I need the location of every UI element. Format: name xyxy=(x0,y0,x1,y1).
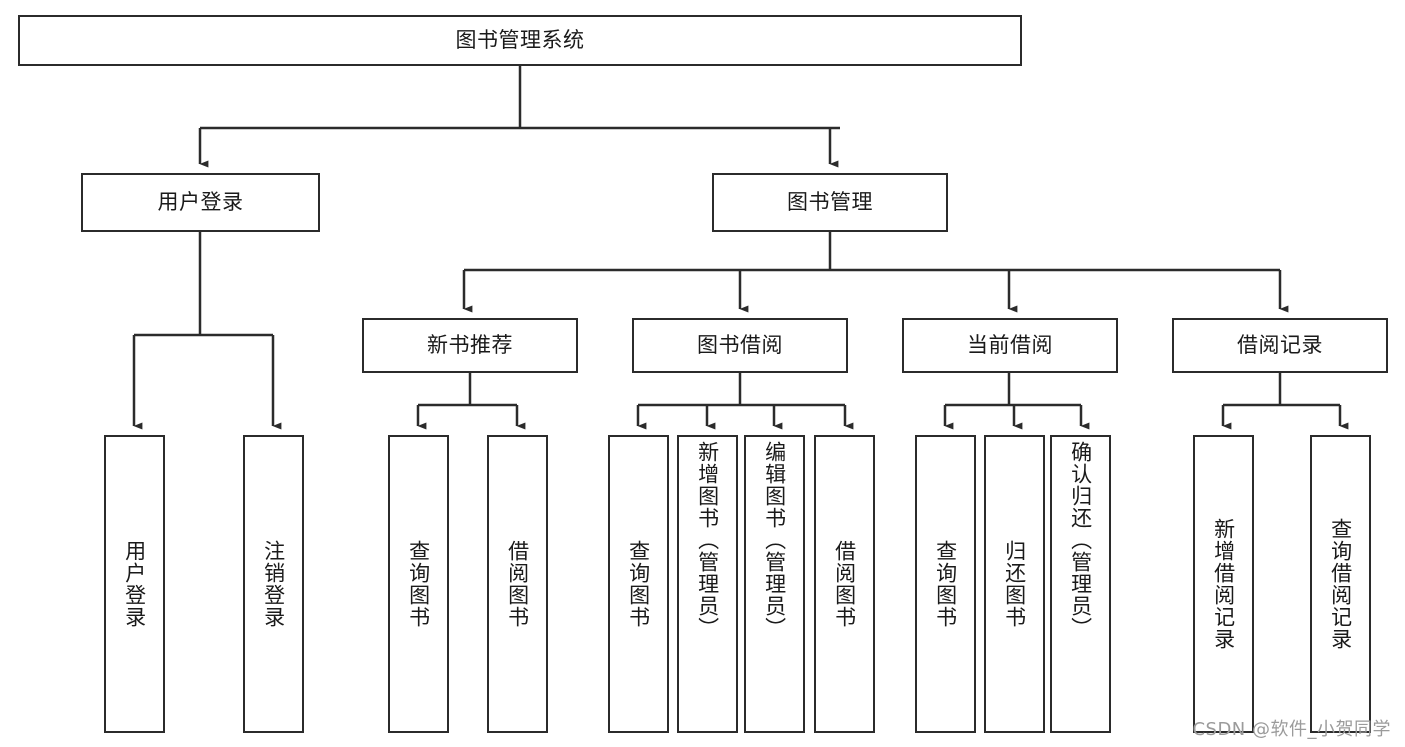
node-label: 编辑图书（管理员） xyxy=(762,441,787,639)
node-label: 图书管理 xyxy=(787,190,873,215)
node-leaf-user-logout[interactable]: 注销登录 xyxy=(243,435,304,733)
node-label: 图书管理系统 xyxy=(455,28,585,53)
node-label: 新书推荐 xyxy=(427,333,513,358)
node-user-login[interactable]: 用户登录 xyxy=(81,173,320,232)
edge-root-to-level1 xyxy=(198,66,840,168)
node-label: 图书借阅 xyxy=(697,333,783,358)
node-label: 查询图书 xyxy=(406,540,431,628)
edge-borrowrecord-to-leaves xyxy=(1221,373,1349,430)
node-label: 查询借阅记录 xyxy=(1328,518,1353,650)
node-leaf-edit-book-admin[interactable]: 编辑图书（管理员） xyxy=(744,435,805,733)
watermark-text: CSDN @软件_小贺同学 xyxy=(1192,719,1391,740)
node-leaf-add-borrow-record[interactable]: 新增借阅记录 xyxy=(1193,435,1254,733)
node-leaf-confirm-return-admin[interactable]: 确认归还（管理员） xyxy=(1050,435,1111,733)
node-leaf-query-book-current[interactable]: 查询图书 xyxy=(915,435,976,733)
edge-userlogin-to-leaves xyxy=(132,232,282,430)
node-label: 借阅图书 xyxy=(505,540,530,628)
node-leaf-add-book-admin[interactable]: 新增图书（管理员） xyxy=(677,435,738,733)
node-book-management[interactable]: 图书管理 xyxy=(712,173,948,232)
node-label: 归还图书 xyxy=(1002,540,1027,628)
node-label: 新增借阅记录 xyxy=(1211,518,1236,650)
node-leaf-query-book-recommend[interactable]: 查询图书 xyxy=(388,435,449,733)
node-label: 用户登录 xyxy=(157,190,244,215)
edge-currentborrow-to-leaves xyxy=(943,373,1090,430)
node-label: 用户登录 xyxy=(122,540,147,628)
edge-newbookrec-to-leaves xyxy=(416,373,526,430)
node-label: 注销登录 xyxy=(261,540,286,628)
node-new-book-recommendation[interactable]: 新书推荐 xyxy=(362,318,578,373)
node-current-borrowing[interactable]: 当前借阅 xyxy=(902,318,1118,373)
node-leaf-borrow-book-recommend[interactable]: 借阅图书 xyxy=(487,435,548,733)
node-label: 确认归还（管理员） xyxy=(1068,441,1093,639)
node-leaf-query-borrow-record[interactable]: 查询借阅记录 xyxy=(1310,435,1371,733)
node-label: 查询图书 xyxy=(933,540,958,628)
node-label: 借阅记录 xyxy=(1237,333,1323,358)
node-borrowing-record[interactable]: 借阅记录 xyxy=(1172,318,1388,373)
edge-bookborrow-to-leaves xyxy=(636,373,854,430)
node-leaf-borrow-book[interactable]: 借阅图书 xyxy=(814,435,875,733)
node-leaf-user-login[interactable]: 用户登录 xyxy=(104,435,165,733)
node-label: 借阅图书 xyxy=(832,540,857,628)
node-leaf-return-book[interactable]: 归还图书 xyxy=(984,435,1045,733)
node-label: 新增图书（管理员） xyxy=(695,441,720,639)
node-book-borrowing[interactable]: 图书借阅 xyxy=(632,318,848,373)
node-book-management-system[interactable]: 图书管理系统 xyxy=(18,15,1022,66)
node-label: 当前借阅 xyxy=(967,333,1053,358)
node-label: 查询图书 xyxy=(626,540,651,628)
edge-bookmanage-to-level2 xyxy=(462,232,1289,313)
node-leaf-query-book-borrow[interactable]: 查询图书 xyxy=(608,435,669,733)
